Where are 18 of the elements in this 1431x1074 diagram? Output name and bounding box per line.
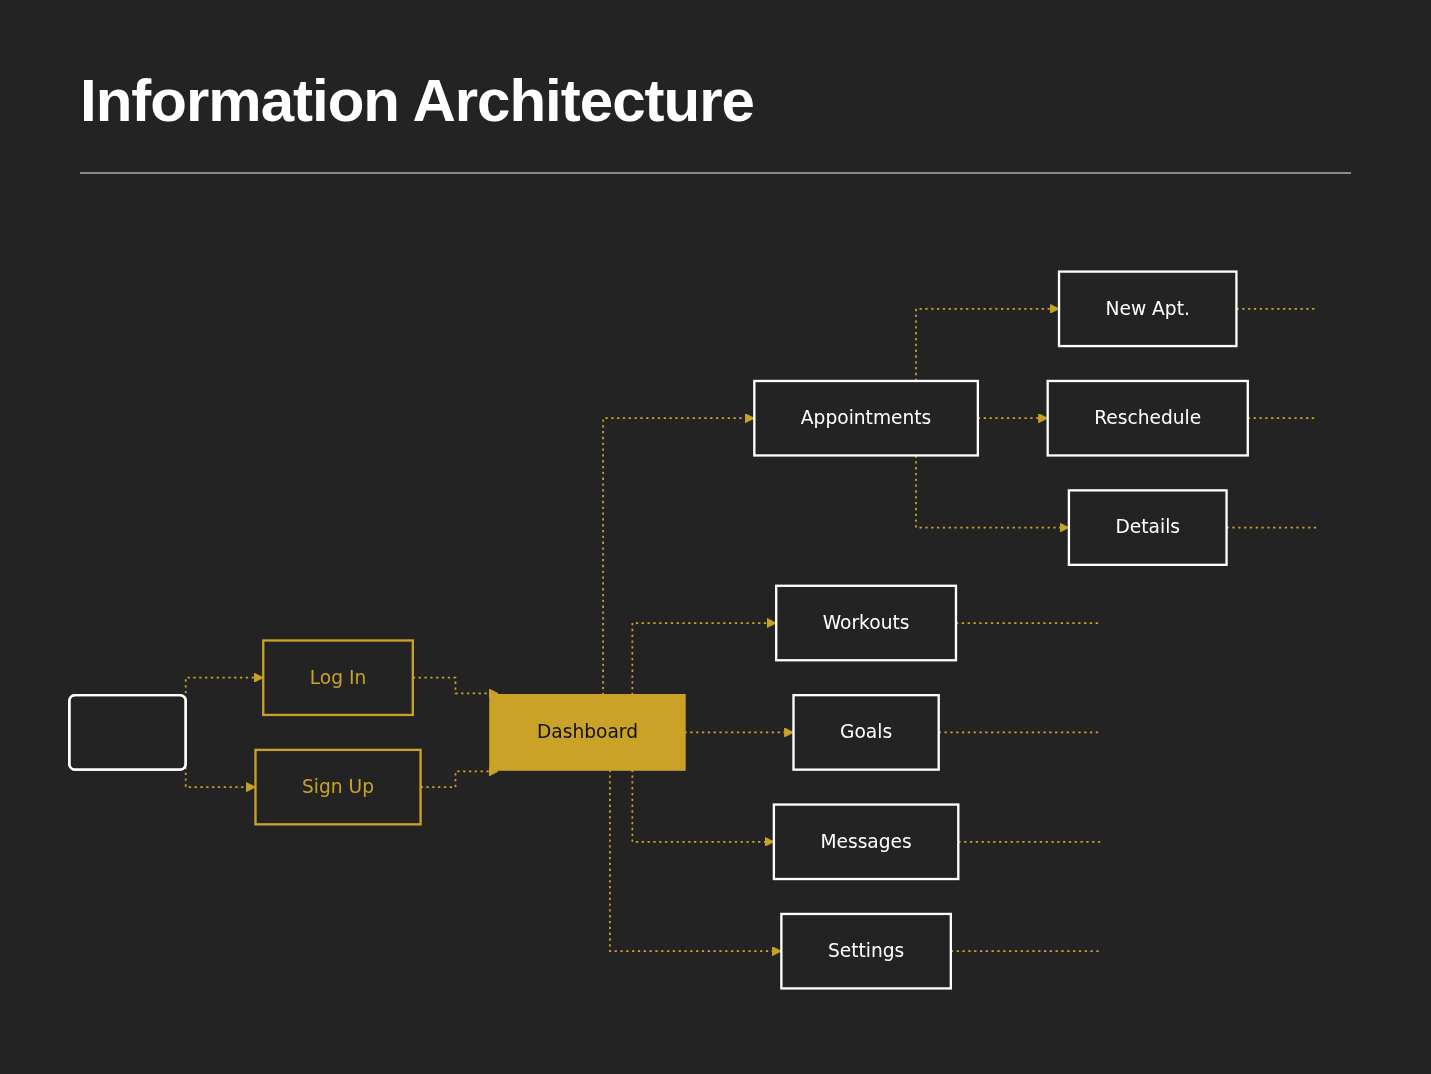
diagram-title: Information Architecture — [80, 66, 754, 135]
node-box: Settings — [780, 912, 952, 990]
node-box: Details — [1067, 489, 1228, 566]
node-box: Reschedule — [1046, 379, 1249, 457]
arrow — [609, 768, 782, 957]
node-box: Sign Up — [254, 748, 422, 826]
connector — [957, 840, 1103, 843]
arrow — [184, 672, 264, 700]
connector — [1225, 526, 1319, 529]
node-box: Log In — [262, 639, 414, 717]
arrow — [184, 765, 256, 793]
node-box: Dashboard — [489, 694, 686, 771]
arrow — [683, 727, 794, 738]
node-box: Workouts — [775, 584, 958, 662]
node-box: New Apt. — [1057, 270, 1238, 348]
node-box: Appointments — [753, 379, 980, 457]
node-box: Messages — [772, 803, 960, 881]
node-box: Goals — [792, 694, 940, 771]
